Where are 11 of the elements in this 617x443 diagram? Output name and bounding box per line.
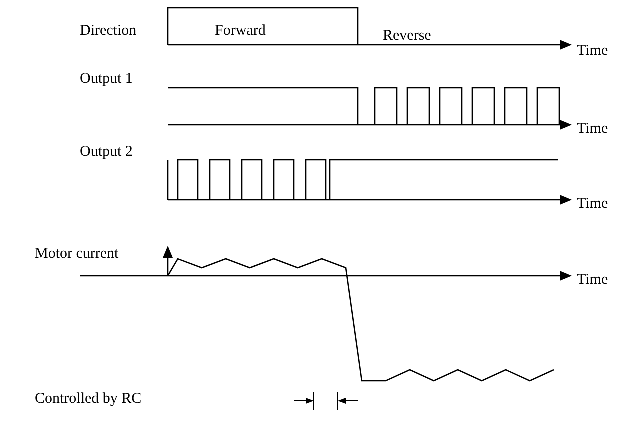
axis-label: Time — [577, 120, 608, 139]
axis-label: Time — [577, 42, 608, 61]
signal-label: Motor current — [35, 245, 119, 264]
signal-label: Output 2 — [80, 143, 133, 162]
note-text: Controlled by RC — [35, 390, 142, 409]
signal-label: Output 1 — [80, 70, 133, 89]
axis-label: Time — [577, 195, 608, 214]
axis-label: Time — [577, 271, 608, 290]
phase-label: Reverse — [383, 27, 432, 46]
phase-label: Forward — [215, 22, 266, 41]
signal-label: Direction — [80, 22, 137, 41]
